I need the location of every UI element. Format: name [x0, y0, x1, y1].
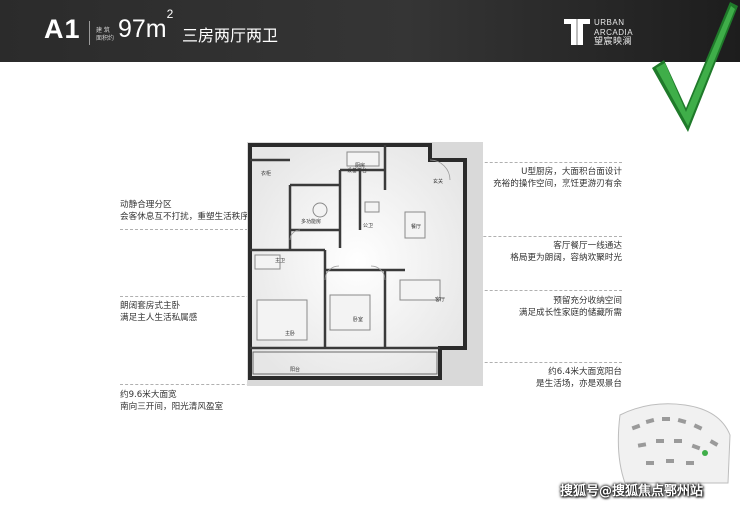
left-note-master-desc: 满足主人生活私属感	[120, 313, 198, 323]
area-number: 97m	[118, 15, 167, 43]
leader-line	[120, 384, 260, 385]
right-note-storage: 预留充分收纳空间 满足成长性家庭的储藏所需	[470, 295, 622, 319]
left-note-master-title: 朗阔套房式主卧	[120, 301, 181, 311]
room-living-label: 客厅	[435, 297, 446, 303]
area-label-line1: 建 筑	[96, 27, 110, 34]
header-divider	[89, 21, 90, 45]
site-map-thumbnail	[617, 403, 731, 484]
logo-line1: URBAN	[594, 18, 625, 27]
green-checkmark-icon	[652, 2, 738, 132]
leader-line	[430, 290, 622, 291]
layout-type: 三房两厅两卫	[182, 26, 279, 45]
room-balcony-label: 阳台	[290, 367, 301, 373]
room-kitchen-label: 厨房	[355, 163, 366, 169]
logo-text: URBAN ARCADIA 望宸映澜	[594, 18, 633, 47]
leader-line	[420, 362, 622, 363]
area-value: 97m2	[118, 7, 173, 44]
right-note-living-desc: 格局更为朗阔，容纳欢聚时光	[510, 253, 622, 263]
left-note-width-desc: 南向三开间，阳光清风盈室	[120, 402, 224, 412]
left-note-width: 约9.6米大面宽 南向三开间，阳光清风盈室	[120, 389, 223, 413]
right-note-living-title: 客厅餐厅一线通达	[553, 241, 622, 251]
leader-line	[120, 296, 270, 297]
right-note-kitchen-desc: 充裕的操作空间，烹饪更游刃有余	[493, 179, 622, 189]
area-unit: 2	[166, 6, 174, 21]
room-master-bath-label: 主卫	[275, 258, 286, 264]
leader-line	[418, 236, 622, 237]
room-entrance-label: 玄关	[433, 179, 444, 185]
urban-arcadia-logo-icon	[564, 19, 590, 45]
left-note-zoning: 动静合理分区 会客休息互不打扰，重塑生活秩序	[120, 199, 249, 223]
header-bar: A1 建 筑 面积约 97m2 三房两厅两卫 URBAN ARCADIA 望宸映…	[0, 0, 740, 62]
right-note-kitchen-title: U型厨房，大面积台面设计	[521, 167, 622, 177]
leader-line	[440, 162, 622, 163]
room-dining-label: 餐厅	[411, 224, 422, 230]
room-public-bath-label: 公卫	[363, 223, 374, 229]
right-note-balcony-title: 约6.4米大面宽阳台	[548, 367, 622, 377]
left-note-zoning-desc: 会客休息互不打扰，重塑生活秩序	[120, 212, 249, 222]
logo-line3: 望宸映澜	[594, 36, 633, 46]
unit-code: A1	[44, 14, 81, 44]
site-map-marker-icon	[702, 450, 708, 456]
area-label-line2: 面积约	[96, 35, 115, 42]
watermark-text: 搜狐号@搜狐焦点鄂州站	[560, 484, 704, 499]
room-bedroom3-label: 多功能房	[301, 219, 322, 225]
left-note-width-title: 约9.6米大面宽	[120, 390, 177, 400]
leader-line	[120, 229, 258, 230]
logo-line2: ARCADIA	[594, 27, 634, 37]
right-note-storage-title: 预留充分收纳空间	[553, 296, 622, 306]
floor-plan-drawing	[247, 142, 483, 386]
left-note-zoning-title: 动静合理分区	[120, 200, 172, 210]
room-wardrobe-label: 衣柜	[261, 171, 272, 177]
right-note-balcony: 约6.4米大面宽阳台 是生活场，亦是观景台	[470, 366, 622, 390]
right-note-storage-desc: 满足成长性家庭的储藏所需	[518, 308, 622, 318]
room-bedroom2-label: 卧室	[353, 317, 364, 323]
room-laundry-label: 设备平台	[347, 168, 368, 174]
floor-plan: 厨房 玄关 餐厅 客厅 主卧 卧室 多功能房 主卫 公卫 阳台 衣柜 设备平台	[235, 130, 485, 394]
left-note-master: 朗阔套房式主卧 满足主人生活私属感	[120, 300, 197, 324]
right-note-balcony-desc: 是生活场，亦是观景台	[536, 379, 622, 389]
room-master-label: 主卧	[285, 331, 296, 337]
right-note-living: 客厅餐厅一线通达 格局更为朗阔，容纳欢聚时光	[470, 240, 622, 264]
right-note-kitchen: U型厨房，大面积台面设计 充裕的操作空间，烹饪更游刃有余	[470, 166, 622, 190]
